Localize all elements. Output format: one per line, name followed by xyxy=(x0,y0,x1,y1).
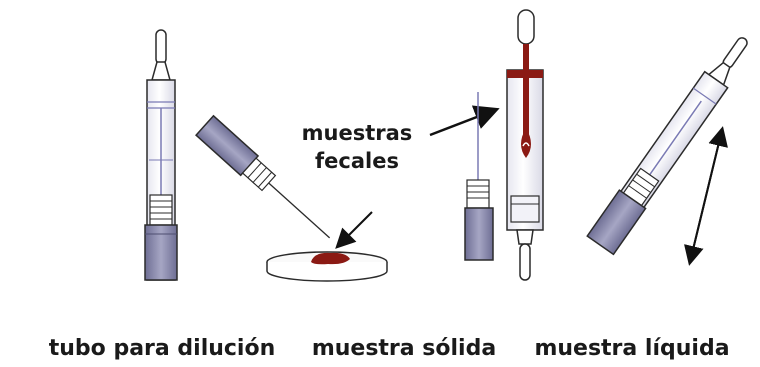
arrow-to-solid xyxy=(335,211,373,249)
caption-solid-sample: muestra sólida xyxy=(312,336,496,361)
petri-dish xyxy=(266,251,388,282)
dilution-tube xyxy=(144,29,178,281)
fecal-sample-solid xyxy=(311,252,350,265)
small-cap-with-stick xyxy=(464,92,494,261)
caption-liquid-sample: muestra líquida xyxy=(534,336,729,361)
double-arrow-up xyxy=(689,126,728,263)
caption-dilution-tube: tubo para dilución xyxy=(49,336,276,361)
swab-tube xyxy=(506,9,544,281)
swab-stick xyxy=(523,44,529,152)
callout-line1: muestras xyxy=(302,121,413,145)
liquid-sample-tube xyxy=(586,37,748,256)
callout-line2: fecales xyxy=(315,149,399,173)
arrow-to-swab xyxy=(429,105,500,137)
solid-sample-tube xyxy=(195,114,331,239)
